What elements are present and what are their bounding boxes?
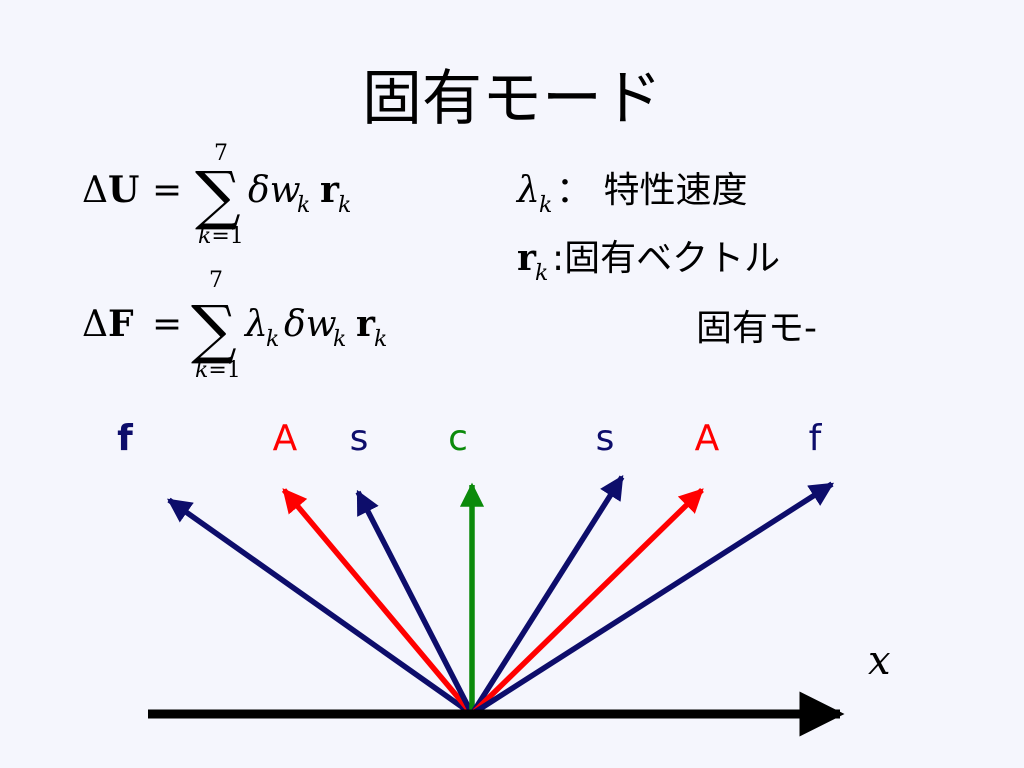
arrow-s-left (355, 489, 475, 716)
x-axis-label: x (868, 638, 891, 684)
svg-text:ΔF: ΔF (82, 303, 134, 345)
arrow-s-right (469, 474, 625, 716)
eq1-sum-lower-rest: =1 (211, 224, 243, 249)
label-a-left: A (273, 418, 298, 459)
label-s-left: s (350, 418, 369, 459)
def-lambda-text: ： 特性速度 (556, 170, 747, 211)
eq2-r-sub: k (374, 327, 387, 352)
equation-delta-f: ΔF = 7 ∑ k=1 λ k δw k r k (82, 268, 387, 383)
def-lambda-symbol: λ (515, 170, 540, 211)
eq1-u: U (108, 169, 139, 211)
eq1-delta-w: δw (248, 170, 301, 211)
eq2-w: w (306, 304, 337, 345)
eq2-r: r (356, 303, 376, 345)
arrow-a-right (470, 488, 704, 716)
eq1-sum-lower: k=1 (198, 224, 244, 249)
svg-text:ΔU: ΔU (82, 169, 139, 211)
label-a-right: A (695, 418, 720, 459)
def-r-sub: k (535, 261, 548, 286)
def-r-text: :固有ベクトル (552, 238, 780, 279)
eq1-w-sub: k (297, 193, 310, 218)
eq2-delta: Δ (82, 304, 108, 345)
label-f-right: f (809, 418, 823, 459)
eq2-sum-lower: k=1 (195, 358, 241, 383)
def-lambda-sub: k (539, 193, 552, 218)
eq1-equals: = (152, 170, 182, 211)
eq1-small-delta: δ (248, 170, 270, 211)
arrow-f-right (470, 481, 835, 717)
eq2-w-sub: k (333, 327, 346, 352)
def-r-symbol: r (517, 237, 537, 279)
label-f-left: f (117, 418, 133, 459)
eq1-w: w (270, 170, 301, 211)
eq2-sum-sign: ∑ (191, 293, 237, 367)
eq2-sum-lower-rest: =1 (208, 358, 240, 383)
definitions: λ k ： 特性速度 r k :固有ベクトル 固有モ- (515, 170, 817, 349)
eq2-small-delta: δ (284, 304, 306, 345)
eq1-delta: Δ (82, 170, 108, 211)
eq2-equals: = (152, 304, 182, 345)
eq1-r: r (320, 169, 340, 211)
eq1-r-sub: k (338, 193, 351, 218)
eq2-delta-w: δw (284, 304, 337, 345)
eq1-sum-lower-k: k (198, 224, 211, 249)
eq1-sum-sign: ∑ (195, 159, 241, 233)
wave-labels: f A s c s A f (117, 418, 822, 459)
eq2-f: F (108, 303, 134, 345)
label-c-center: c (448, 418, 468, 459)
eq2-sum-upper: 7 (209, 268, 223, 293)
eq1-sum-upper: 7 (214, 141, 228, 166)
slide-title: 固有モード (362, 64, 662, 134)
label-s-right: s (596, 418, 615, 459)
arrow-f-left (167, 497, 474, 717)
eq2-lambda-sub: k (266, 327, 279, 352)
arrow-a-left (281, 488, 475, 716)
eq2-lambda: λ (243, 304, 268, 345)
equation-delta-u: ΔU = 7 ∑ k=1 δw k r k (82, 141, 351, 249)
characteristic-arrows (167, 474, 835, 717)
def-mode-text: 固有モ- (696, 308, 817, 349)
eq2-sum-lower-k: k (195, 358, 208, 383)
